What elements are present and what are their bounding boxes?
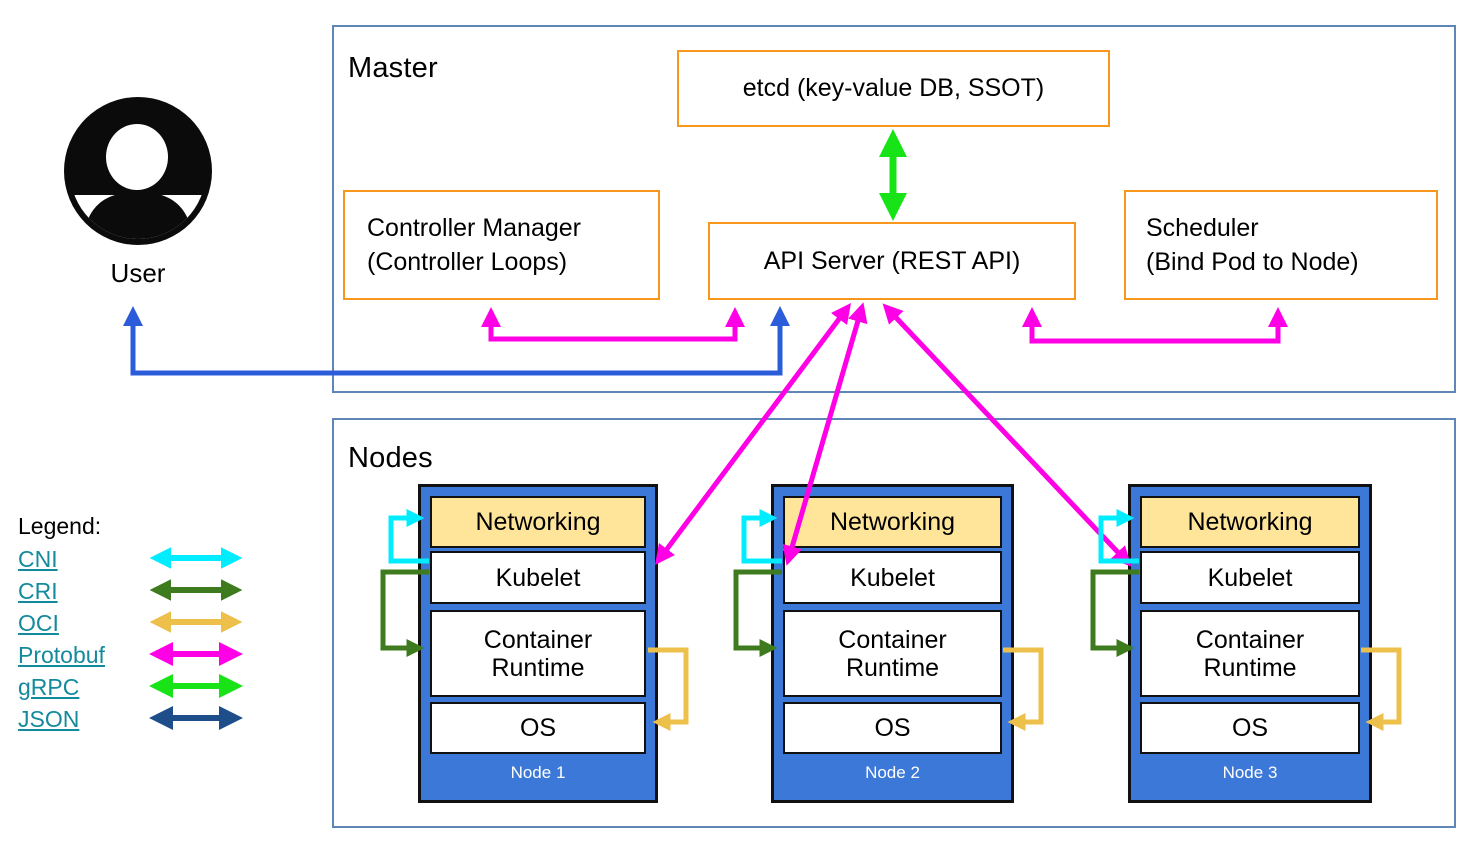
user-icon (64, 97, 212, 245)
node-3-os-layer: OS (1140, 702, 1360, 754)
controller-manager-label-line2: (Controller Loops) (367, 248, 568, 276)
legend-link-grpc[interactable]: gRPC (18, 674, 80, 700)
container-runtime-label: Container Runtime (1195, 625, 1305, 682)
os-label: OS (874, 714, 911, 742)
node-3-container-runtime-layer: Container Runtime (1140, 610, 1360, 697)
node-3-name: Node 3 (1222, 763, 1278, 782)
scheduler-box: Scheduler (Bind Pod to Node) (1124, 190, 1438, 300)
api-server-label: API Server (REST API) (763, 246, 1021, 275)
legend-link-oci[interactable]: OCI (18, 610, 59, 636)
user-label: User (110, 258, 166, 288)
node-3-networking-layer: Networking (1140, 496, 1360, 548)
node-2-kubelet-layer: Kubelet (783, 551, 1002, 604)
node-1-container-runtime-layer: Container Runtime (430, 610, 646, 697)
kubelet-label: Kubelet (495, 563, 581, 592)
networking-label: Networking (829, 508, 956, 536)
nodes-title: Nodes (348, 442, 433, 474)
kubelet-label: Kubelet (1207, 563, 1293, 592)
node-2-networking-layer: Networking (783, 496, 1002, 548)
node-1-name: Node 1 (510, 763, 566, 782)
legend-link-cri[interactable]: CRI (18, 578, 58, 604)
kubelet-label: Kubelet (850, 563, 935, 592)
controller-manager-label-line1: Controller Manager (367, 214, 581, 242)
node-1: Networking Kubelet Container Runtime OS … (418, 484, 658, 803)
legend-title: Legend: (18, 513, 102, 539)
etcd-box: etcd (key-value DB, SSOT) (677, 50, 1110, 127)
legend-link-protobuf[interactable]: Protobuf (18, 642, 105, 668)
legend-link-cni[interactable]: CNI (18, 546, 58, 572)
node-1-networking-layer: Networking (430, 496, 646, 548)
node-2-name: Node 2 (865, 763, 920, 782)
node-1-kubelet-layer: Kubelet (430, 551, 646, 604)
networking-label: Networking (475, 508, 601, 536)
node-1-os-layer: OS (430, 702, 646, 754)
os-label: OS (1231, 714, 1269, 742)
os-label: OS (519, 714, 557, 742)
node-2: Networking Kubelet Container Runtime OS … (771, 484, 1014, 803)
legend-link-json[interactable]: JSON (18, 706, 80, 732)
master-title: Master (348, 52, 438, 84)
node-3-kubelet-layer: Kubelet (1140, 551, 1360, 604)
controller-manager-box: Controller Manager (Controller Loops) (343, 190, 660, 300)
etcd-label: etcd (key-value DB, SSOT) (742, 74, 1045, 102)
scheduler-label-line1: Scheduler (1146, 214, 1259, 242)
scheduler-label-line2: (Bind Pod to Node) (1146, 248, 1359, 276)
api-server-box: API Server (REST API) (708, 222, 1076, 300)
node-2-container-runtime-layer: Container Runtime (783, 610, 1002, 697)
container-runtime-label: Container Runtime (838, 625, 947, 682)
node-3: Networking Kubelet Container Runtime OS … (1128, 484, 1372, 803)
node-2-os-layer: OS (783, 702, 1002, 754)
container-runtime-label: Container Runtime (483, 625, 593, 682)
networking-label: Networking (1187, 508, 1313, 536)
